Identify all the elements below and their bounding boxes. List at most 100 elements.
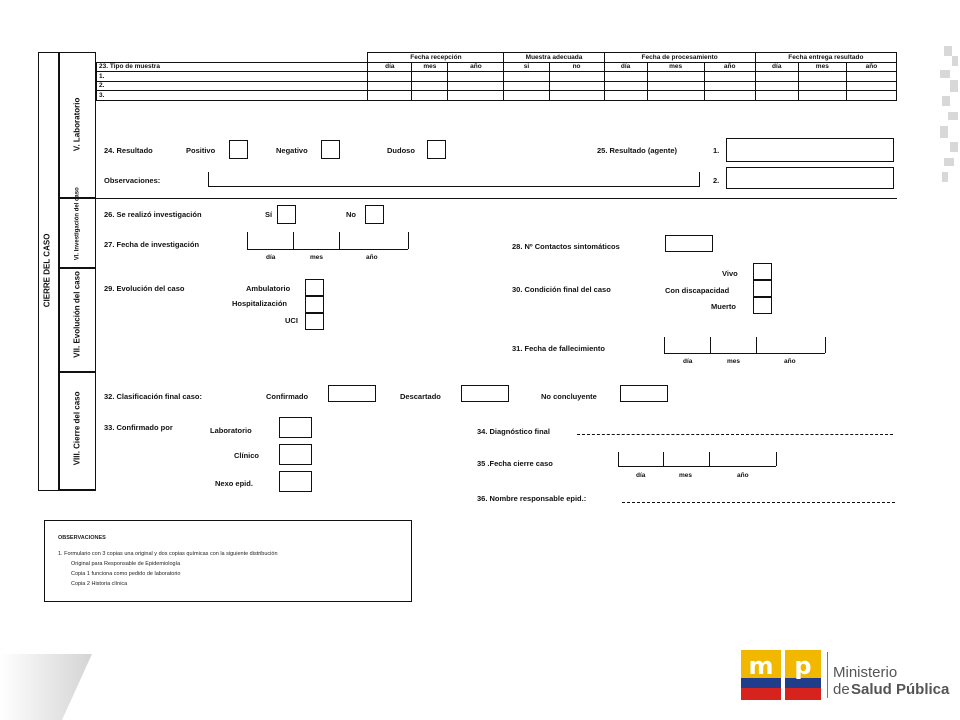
- positivo-label: Positivo: [186, 146, 216, 155]
- section-cierre-caso-label: VIII. Cierre del caso: [72, 391, 82, 466]
- lab-subheader: si: [503, 61, 550, 72]
- section-evolucion-label: VII. Evolución del caso: [72, 271, 82, 358]
- cierre-dia-label: día: [636, 472, 646, 479]
- date-tick: [408, 232, 409, 249]
- ambulatorio-checkbox[interactable]: [305, 279, 324, 296]
- section-cierre-label: CIERRE DEL CASO: [42, 233, 52, 308]
- lab-subheader: no: [548, 61, 605, 72]
- laboratorio-label: Laboratorio: [210, 426, 252, 435]
- date-tick: [709, 452, 710, 466]
- cierre-mes-label: mes: [679, 472, 693, 479]
- fallecimiento-label: 31. Fecha de fallecimiento: [512, 344, 605, 353]
- negativo-checkbox[interactable]: [321, 140, 340, 159]
- responsable-field[interactable]: [622, 502, 895, 503]
- table-row: 2.: [95, 80, 898, 91]
- section-strip-cierre: [59, 372, 96, 490]
- resultado-label: 24. Resultado: [104, 146, 153, 155]
- observaciones-label: Observaciones:: [104, 176, 161, 185]
- confirmado-label: Confirmado: [266, 392, 309, 401]
- vivo-label: Vivo: [722, 269, 738, 278]
- lab-subheader: día: [603, 61, 648, 72]
- svg-text:m: m: [748, 652, 773, 680]
- investigacion-label: 26. Se realizó investigación: [104, 210, 202, 219]
- agente-1-field[interactable]: [726, 138, 894, 162]
- section-strip-lab: [59, 52, 96, 198]
- lab-subheader: mes: [797, 61, 847, 72]
- form-frame-left: [38, 52, 59, 490]
- positivo-checkbox[interactable]: [229, 140, 248, 159]
- fecha-dia-label: día: [266, 254, 276, 261]
- date-tick: [710, 337, 711, 353]
- lab-subheader: año: [447, 61, 505, 72]
- lab-header-recepcion: Fecha recepción: [367, 52, 505, 63]
- fecha-cierre-field[interactable]: [618, 466, 776, 467]
- svg-text:p: p: [794, 652, 811, 680]
- observaciones-box: OBSERVACIONES 1. Formulario con 3 copias…: [44, 520, 412, 602]
- date-tick: [664, 337, 665, 353]
- fallecimiento-field[interactable]: [664, 353, 825, 354]
- section-strip-investigacion: [59, 198, 96, 268]
- lab-header-muestra: Muestra adecuada: [503, 52, 605, 63]
- date-tick: [663, 452, 664, 466]
- discapacidad-checkbox[interactable]: [753, 280, 772, 297]
- form-bottom-line: [38, 490, 96, 491]
- lab-tipo-label: 23. Tipo de muestra: [95, 61, 369, 72]
- logo-divider: [827, 652, 828, 698]
- investigacion-si-label: Sí: [265, 210, 273, 219]
- lab-subheader: mes: [411, 61, 449, 72]
- fecha-investigacion-field[interactable]: [247, 249, 408, 250]
- table-row: 3.: [95, 90, 898, 101]
- discapacidad-label: Con discapacidad: [665, 286, 730, 295]
- date-tick: [618, 452, 619, 466]
- lab-subheader: mes: [646, 61, 705, 72]
- date-tick: [776, 452, 777, 466]
- nexo-checkbox[interactable]: [279, 471, 312, 492]
- fallecimiento-anio-label: año: [784, 358, 796, 365]
- dudoso-label: Dudoso: [387, 146, 415, 155]
- section-strip-evolucion: [59, 268, 96, 372]
- fecha-investigacion-label: 27. Fecha de investigación: [104, 240, 200, 249]
- contactos-label: 28. Nº Contactos sintomáticos: [512, 242, 620, 251]
- clinico-checkbox[interactable]: [279, 444, 312, 465]
- date-tick: [247, 232, 248, 249]
- no-concluyente-label: No concluyente: [541, 392, 597, 401]
- agente-2-field[interactable]: [726, 167, 894, 189]
- section-lab-label: V. Laboratorio: [72, 97, 82, 152]
- uci-checkbox[interactable]: [305, 313, 324, 330]
- lab-header-entrega: Fecha entrega resultado: [754, 52, 898, 63]
- observaciones-line: Copia 2 Historia clínica: [71, 581, 128, 587]
- muerto-checkbox[interactable]: [753, 297, 772, 314]
- dudoso-checkbox[interactable]: [427, 140, 446, 159]
- table-row: 1.: [95, 71, 898, 82]
- investigacion-si-checkbox[interactable]: [277, 205, 296, 224]
- muerto-label: Muerto: [711, 302, 736, 311]
- contactos-field[interactable]: [665, 235, 713, 252]
- section-investigacion-label: VI. Investigación del caso: [74, 187, 81, 261]
- diagnostico-field[interactable]: [577, 434, 893, 435]
- date-tick: [293, 232, 294, 249]
- lab-header-procesamiento: Fecha de procesamiento: [603, 52, 756, 63]
- lab-row-label: 1.: [95, 71, 369, 82]
- lab-subheader: año: [845, 61, 898, 72]
- logo-ministerio-text: Ministerio: [833, 664, 898, 681]
- descartado-field[interactable]: [461, 385, 509, 402]
- condicion-label: 30. Condición final del caso: [512, 285, 611, 294]
- confirmado-por-label: 33. Confirmado por: [104, 423, 173, 432]
- observaciones-line: Copia 1 funciona como pedido de laborato…: [71, 571, 181, 577]
- investigacion-no-checkbox[interactable]: [365, 205, 384, 224]
- vivo-checkbox[interactable]: [753, 263, 772, 280]
- confirmado-field[interactable]: [328, 385, 376, 402]
- laboratorio-checkbox[interactable]: [279, 417, 312, 438]
- observaciones-field[interactable]: [208, 172, 700, 187]
- decorative-swoosh: [0, 654, 92, 720]
- fallecimiento-dia-label: día: [683, 358, 693, 365]
- lab-row-label: 2.: [95, 80, 369, 91]
- clinico-label: Clínico: [234, 451, 260, 460]
- fecha-anio-label: año: [366, 254, 378, 261]
- no-concluyente-field[interactable]: [620, 385, 668, 402]
- ambulatorio-label: Ambulatorio: [246, 284, 291, 293]
- fecha-mes-label: mes: [310, 254, 324, 261]
- fecha-cierre-label: 35 .Fecha cierre caso: [477, 459, 553, 468]
- hospitalizacion-checkbox[interactable]: [305, 296, 324, 313]
- lab-table: Fecha recepción Muestra adecuada Fecha d…: [95, 52, 898, 101]
